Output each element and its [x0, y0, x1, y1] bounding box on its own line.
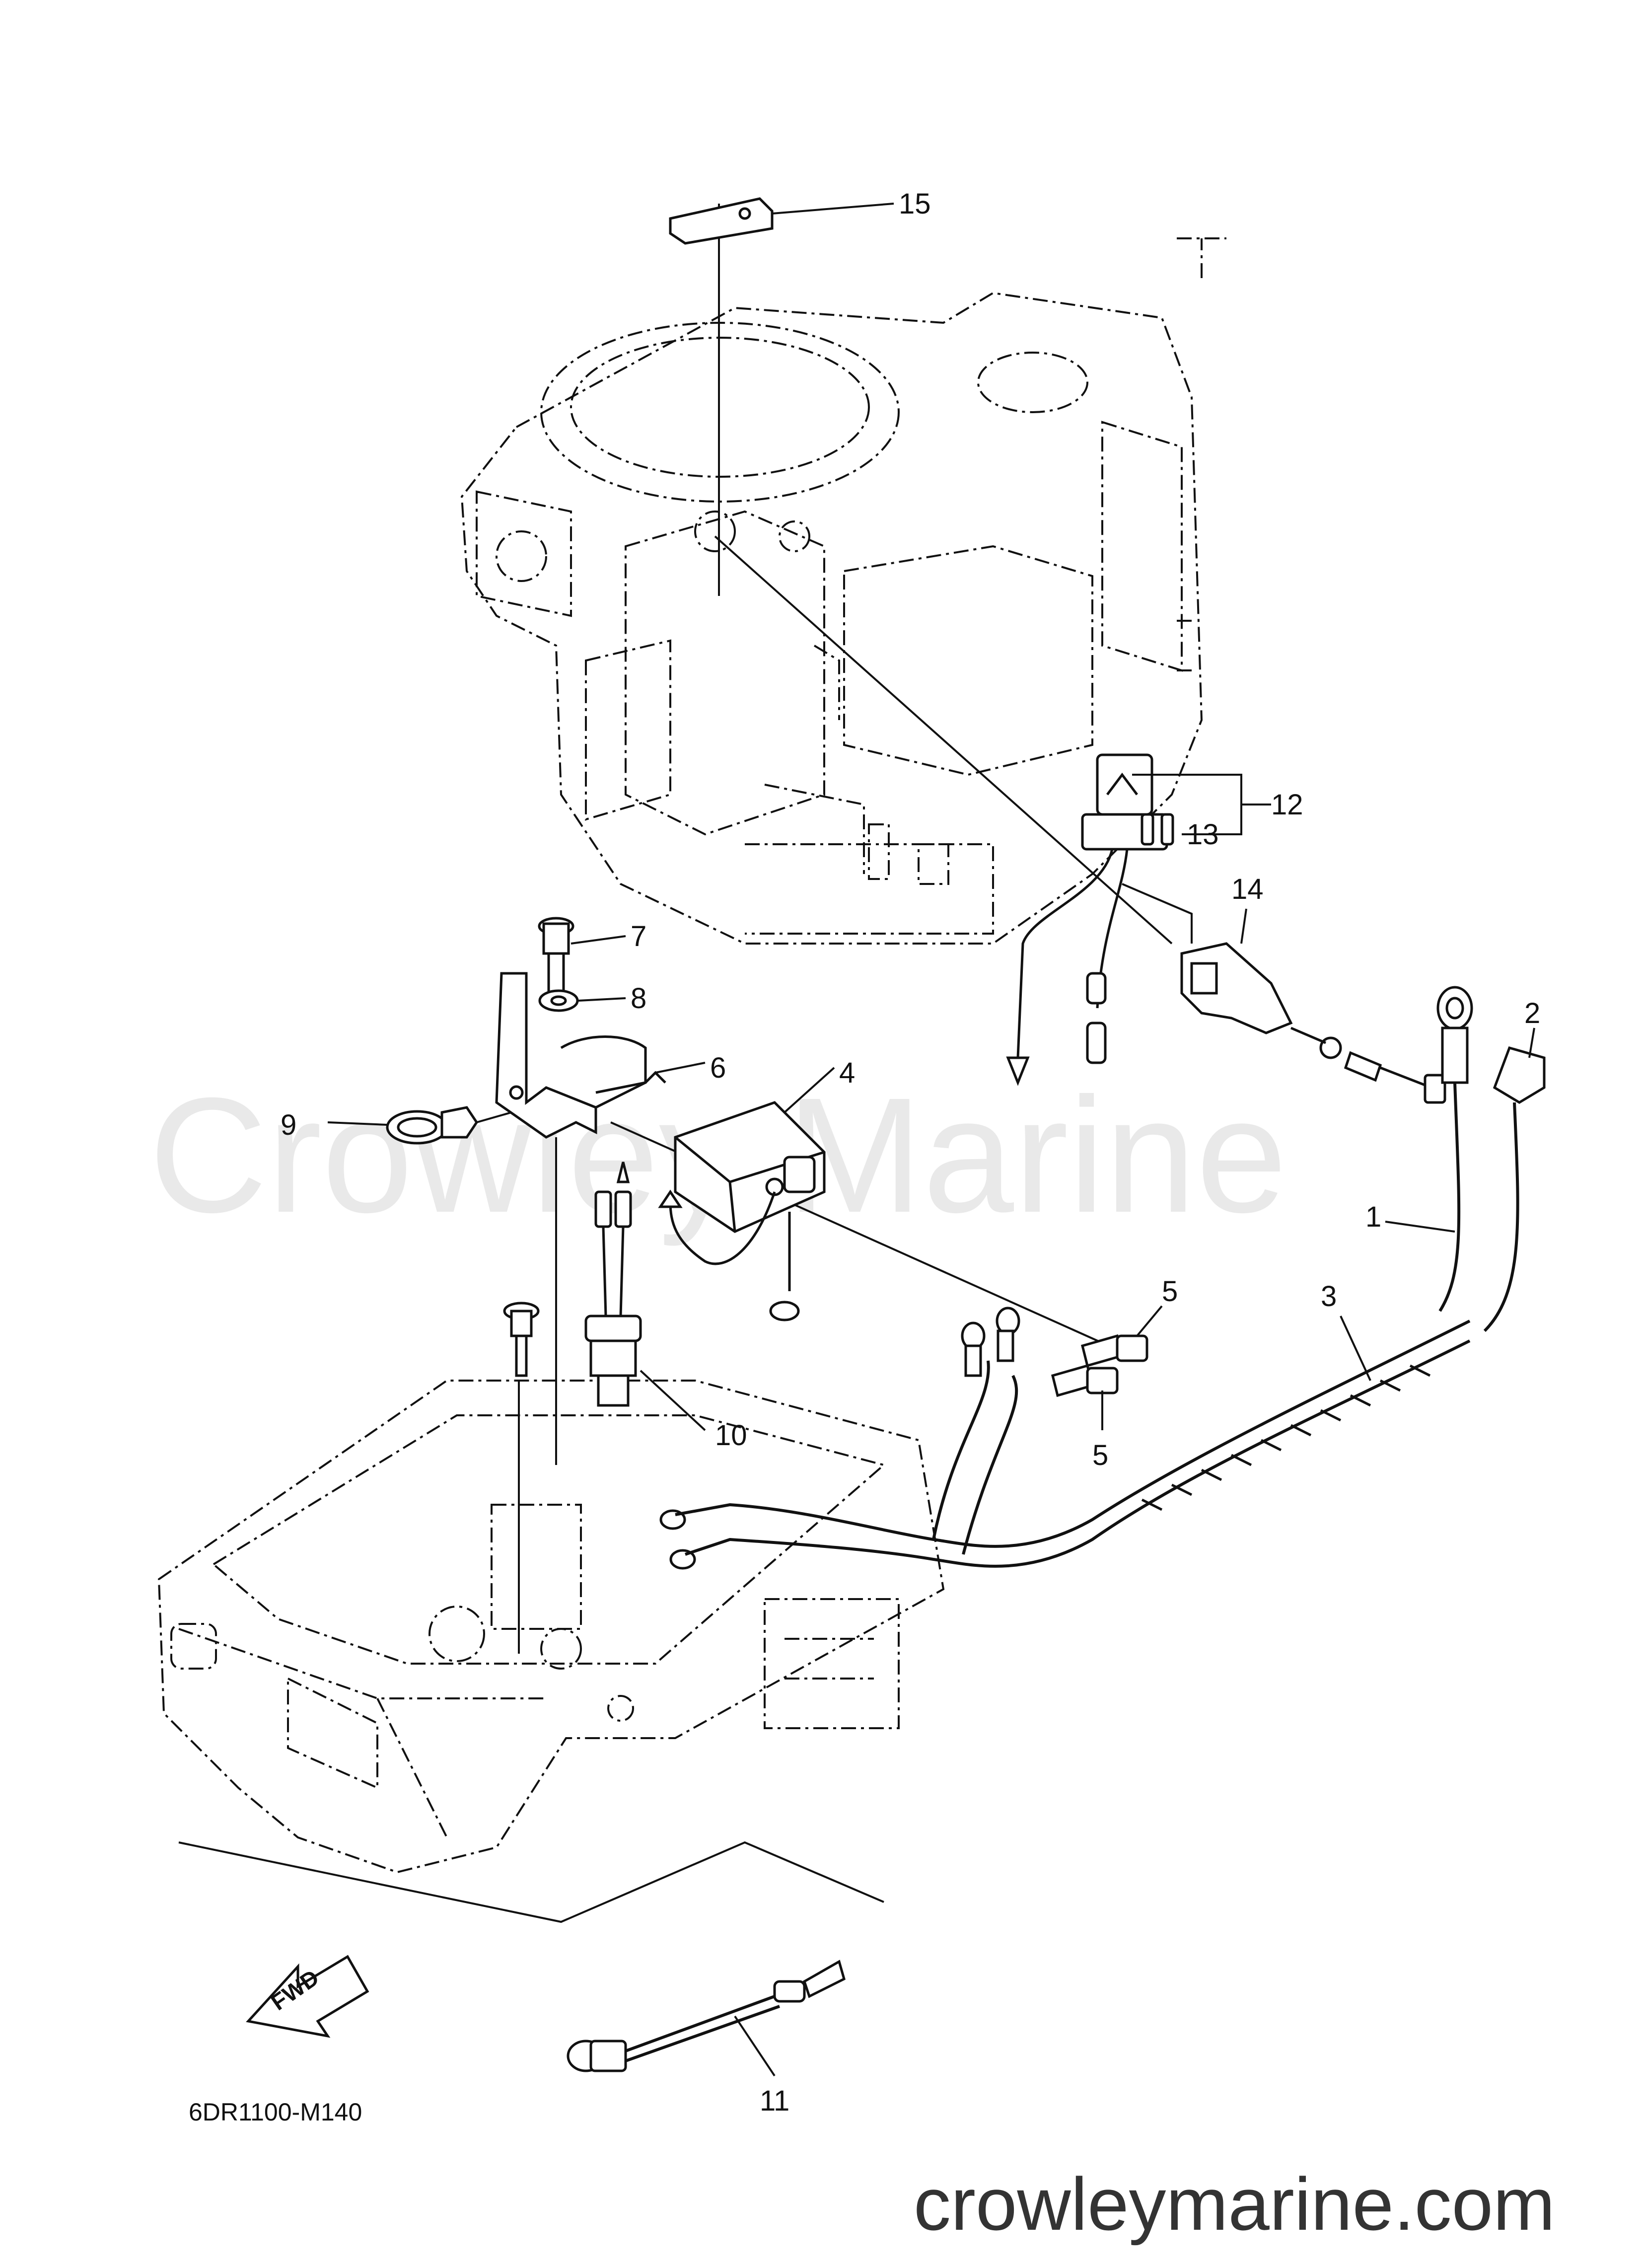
fwd-arrow-icon: FWD	[246, 1955, 369, 2038]
callout-3: 3	[1321, 1280, 1337, 1313]
callout-5a: 5	[1162, 1275, 1178, 1308]
callout-4: 4	[839, 1057, 855, 1089]
part-3-harness	[659, 1319, 1471, 1570]
part-6-bracket	[495, 972, 666, 1139]
callout-5b: 5	[1092, 1439, 1108, 1471]
part-9-clamp	[386, 1106, 479, 1145]
callout-15: 15	[899, 188, 931, 220]
part-8-washer	[538, 989, 579, 1012]
callout-13: 13	[1187, 818, 1219, 851]
part-2-cable	[1483, 1046, 1546, 1332]
part-15-cap	[669, 197, 774, 245]
callout-11: 11	[760, 2085, 789, 2117]
callout-2: 2	[1524, 997, 1540, 1029]
callout-14: 14	[1231, 873, 1264, 905]
mount-bolt	[503, 1302, 540, 1377]
part-14-bracket	[1180, 942, 1446, 1104]
callout-8: 8	[631, 982, 646, 1015]
drawing-code: 6DR1100-M140	[189, 2098, 362, 2126]
callout-12: 12	[1271, 789, 1303, 821]
part-7-bolt	[538, 917, 574, 995]
callout-1: 1	[1365, 1201, 1381, 1233]
bottom-cowling-outline	[157, 1380, 945, 1874]
part-5-bolt-a	[1080, 1334, 1148, 1368]
part-1-cable	[1436, 986, 1473, 1312]
site-footer: crowleymarine.com	[914, 2162, 1555, 2246]
part-10-sensor	[584, 1162, 642, 1407]
callout-6: 6	[710, 1052, 726, 1084]
ring-terminals	[961, 1307, 1020, 1377]
part-11-sender	[567, 1960, 846, 2072]
callout-10: 10	[715, 1419, 747, 1452]
part-4-cdi	[658, 1101, 826, 1321]
part-5-bolt-b	[1051, 1364, 1119, 1397]
callout-9: 9	[281, 1109, 296, 1141]
part-13-pins	[1141, 813, 1174, 846]
callout-7: 7	[631, 920, 646, 952]
